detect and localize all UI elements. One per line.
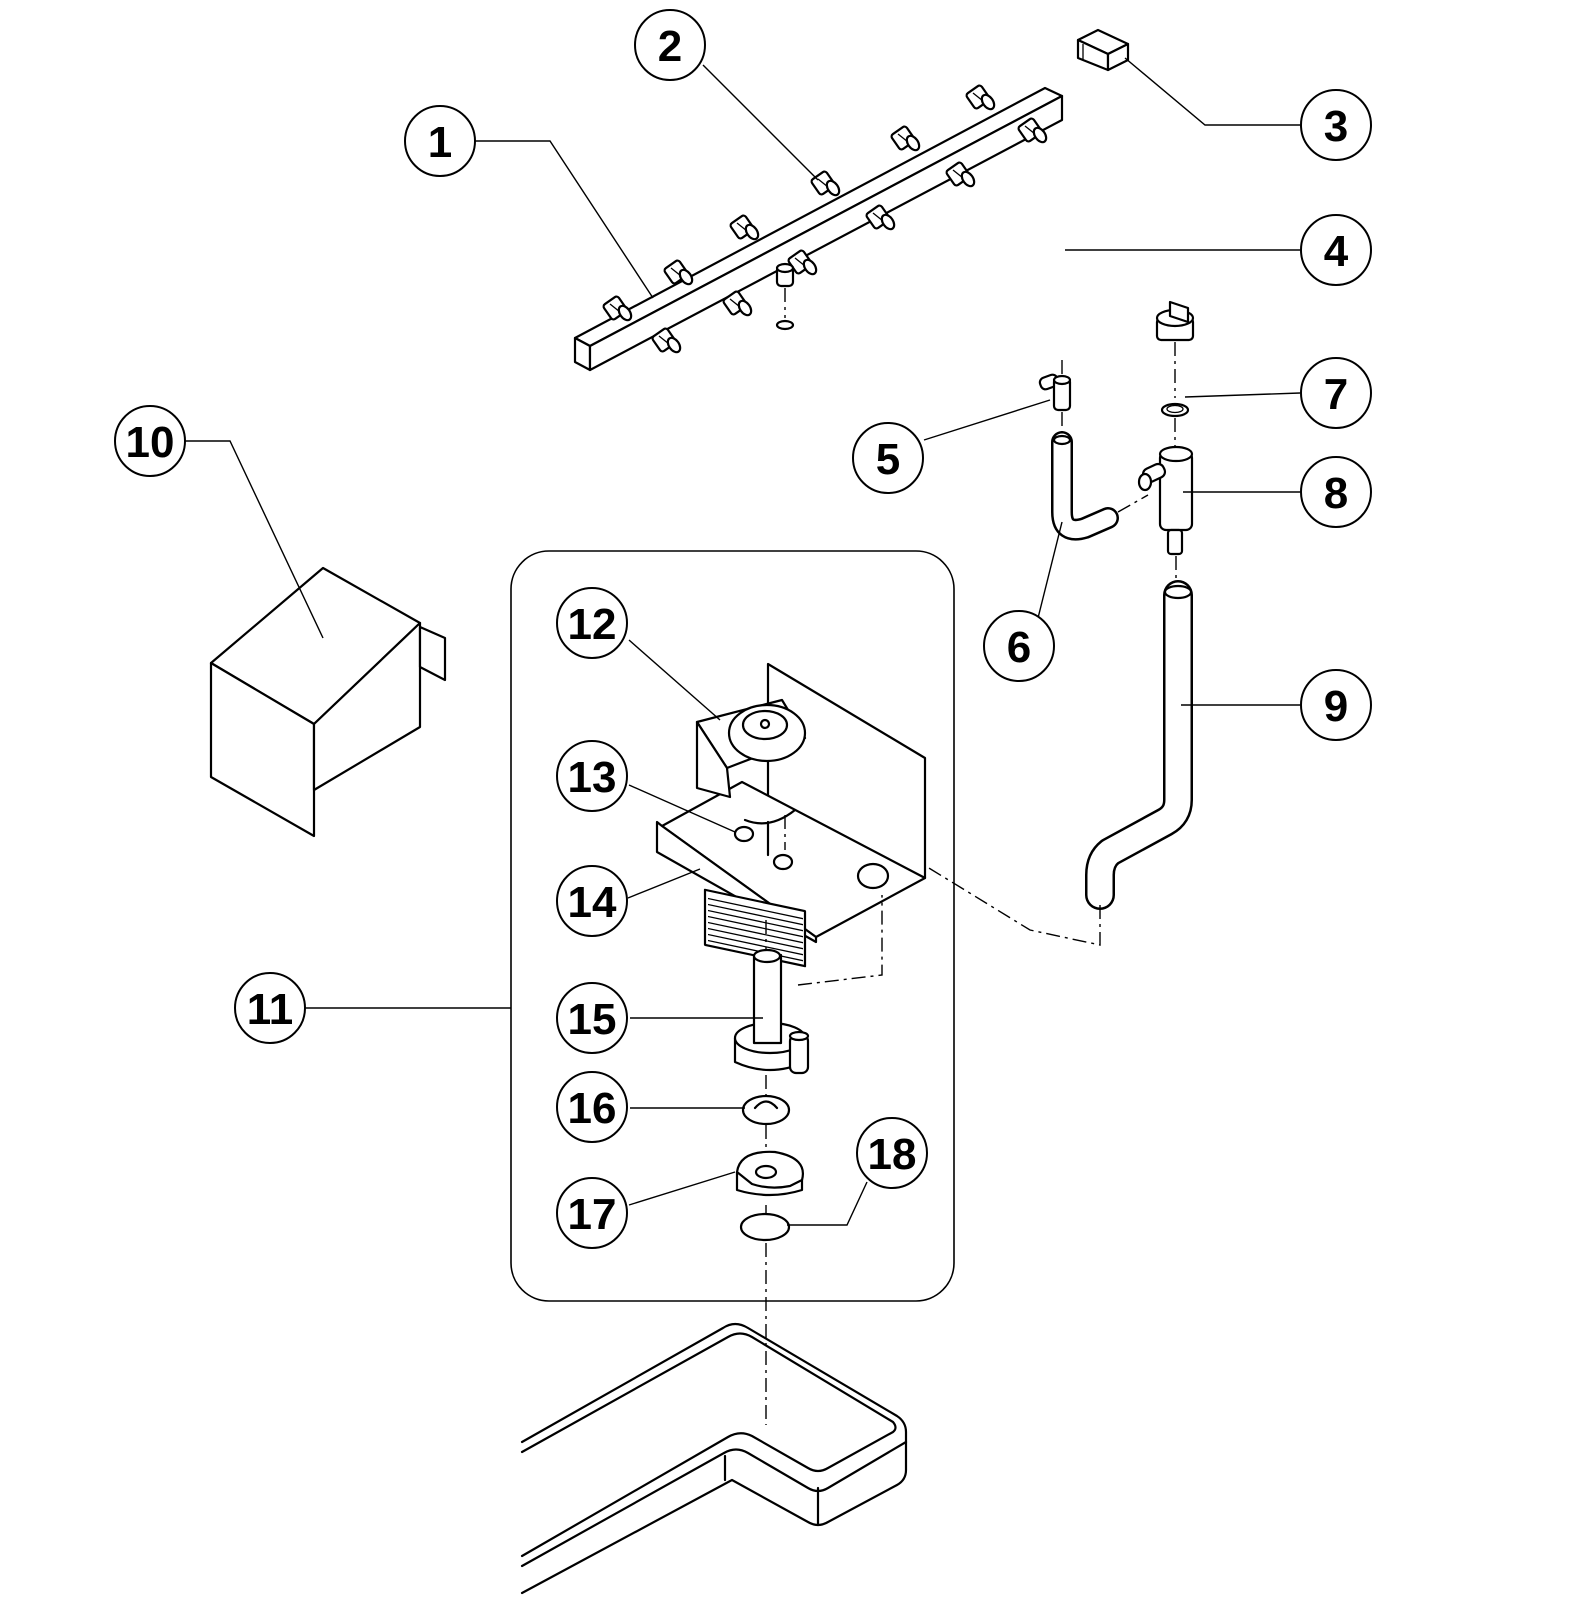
callout-16: 16 [556,1071,628,1143]
part-manifold-bar [573,86,1064,372]
callout-4: 4 [1300,214,1372,286]
part-grommets [733,815,794,871]
callout-13: 13 [556,740,628,812]
part-screen [739,1205,791,1425]
callout-label: 17 [568,1190,617,1239]
callout-label: 13 [568,753,617,802]
callout-8: 8 [1300,456,1372,528]
callout-label: 8 [1324,469,1348,518]
callout-label: 2 [658,22,682,71]
callout-label: 12 [568,600,617,649]
callout-12: 12 [556,587,628,659]
callout-6: 6 [983,610,1055,682]
part-motor-bracket [655,662,927,944]
part-pump-base [735,1150,804,1197]
callout-label: 16 [568,1084,617,1133]
part-elbow-tube [1051,431,1149,541]
callout-label: 15 [568,995,617,1044]
part-upper-tube [775,193,1071,403]
callout-label: 11 [247,985,294,1034]
callout-9: 9 [1300,669,1372,741]
callout-label: 10 [126,418,175,467]
callout-label: 4 [1324,227,1349,276]
callout-label: 18 [868,1130,917,1179]
callout-label: 14 [568,878,617,927]
callout-15: 15 [556,982,628,1054]
leader-lines [185,57,1301,1226]
callout-7: 7 [1300,357,1372,429]
callout-5: 5 [852,422,924,494]
part-pump-motor [695,698,807,968]
callout-label: 5 [876,435,900,484]
callout-11: 11 [234,972,306,1044]
callout-1: 1 [404,105,476,177]
callout-14: 14 [556,865,628,937]
assembly-frame [510,550,955,1302]
callout-17: 17 [556,1177,628,1249]
callout-18: 18 [856,1117,928,1189]
part-end-cap [1076,28,1130,72]
part-pump-housing [733,895,883,1075]
part-tee-connector [1038,360,1072,432]
callout-10: 10 [114,405,186,477]
part-o-ring [1155,300,1195,448]
callout-2: 2 [634,9,706,81]
part-tee-fitting [1137,445,1194,582]
callout-label: 7 [1324,370,1348,419]
callout-3: 3 [1300,89,1372,161]
part-tray [520,1322,908,1595]
part-impeller [741,1075,791,1150]
part-cover [209,566,447,838]
callout-label: 9 [1324,682,1348,731]
callout-label: 3 [1324,102,1348,151]
callout-label: 1 [428,118,452,167]
callout-label: 6 [1007,623,1031,672]
part-pump-outlet-tube [879,580,1193,946]
